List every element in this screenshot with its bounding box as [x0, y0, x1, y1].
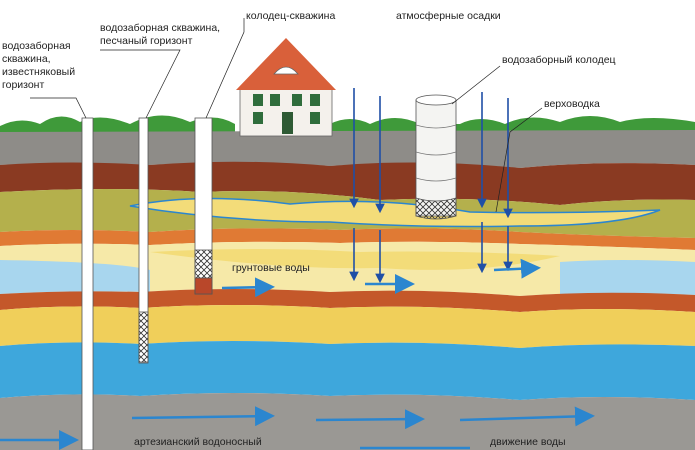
borehole-bottom [194, 277, 213, 295]
artesian-aquifer [0, 341, 695, 400]
sand-well-pipe [138, 117, 149, 364]
light-blue-band-right [560, 260, 695, 295]
label-perched-water: верховодка [544, 98, 600, 110]
bedrock-layer [0, 393, 695, 450]
label-sand-well: водозаборная скважина, песчаный горизонт [100, 22, 220, 48]
leader-lines [30, 18, 543, 213]
label-water-flow: движение воды [490, 436, 566, 448]
label-line: скважина, [2, 53, 51, 65]
label-line: водозаборная скважина, [100, 22, 221, 34]
label-borehole-well: колодец-скважина [246, 10, 336, 22]
precipitation-lines [349, 88, 513, 284]
label-line: водозаборная [2, 40, 71, 52]
clay-layer-two [0, 289, 695, 312]
house-illustration [236, 38, 336, 137]
label-limestone-well: водозаборная скважина, известняковый гор… [2, 40, 75, 92]
label-line: горизонт [2, 79, 45, 91]
sand-well-filter [138, 311, 149, 363]
light-blue-band [0, 260, 150, 294]
dug-well-cylinder [415, 94, 457, 220]
grass-strip [0, 115, 235, 134]
borehole-filter [194, 249, 213, 279]
label-dug-well: водозаборный колодец [502, 54, 616, 66]
clay-brown-layer [0, 161, 695, 205]
topsoil-layer [0, 130, 695, 168]
label-line: песчаный горизонт [100, 35, 193, 47]
orange-clay-layer [0, 228, 695, 250]
flow-arrows [0, 258, 595, 450]
label-precipitation: атмосферные осадки [396, 10, 501, 22]
label-line: известняковый [2, 66, 76, 78]
limestone-well-pipe [81, 117, 94, 450]
groundwater-highlight [150, 249, 560, 270]
label-groundwater: грунтовые воды [232, 262, 310, 274]
label-artesian: артезианский водоносный [134, 436, 262, 448]
perched-water-lens [129, 197, 661, 228]
yellow-sand-aquifer [0, 305, 695, 348]
